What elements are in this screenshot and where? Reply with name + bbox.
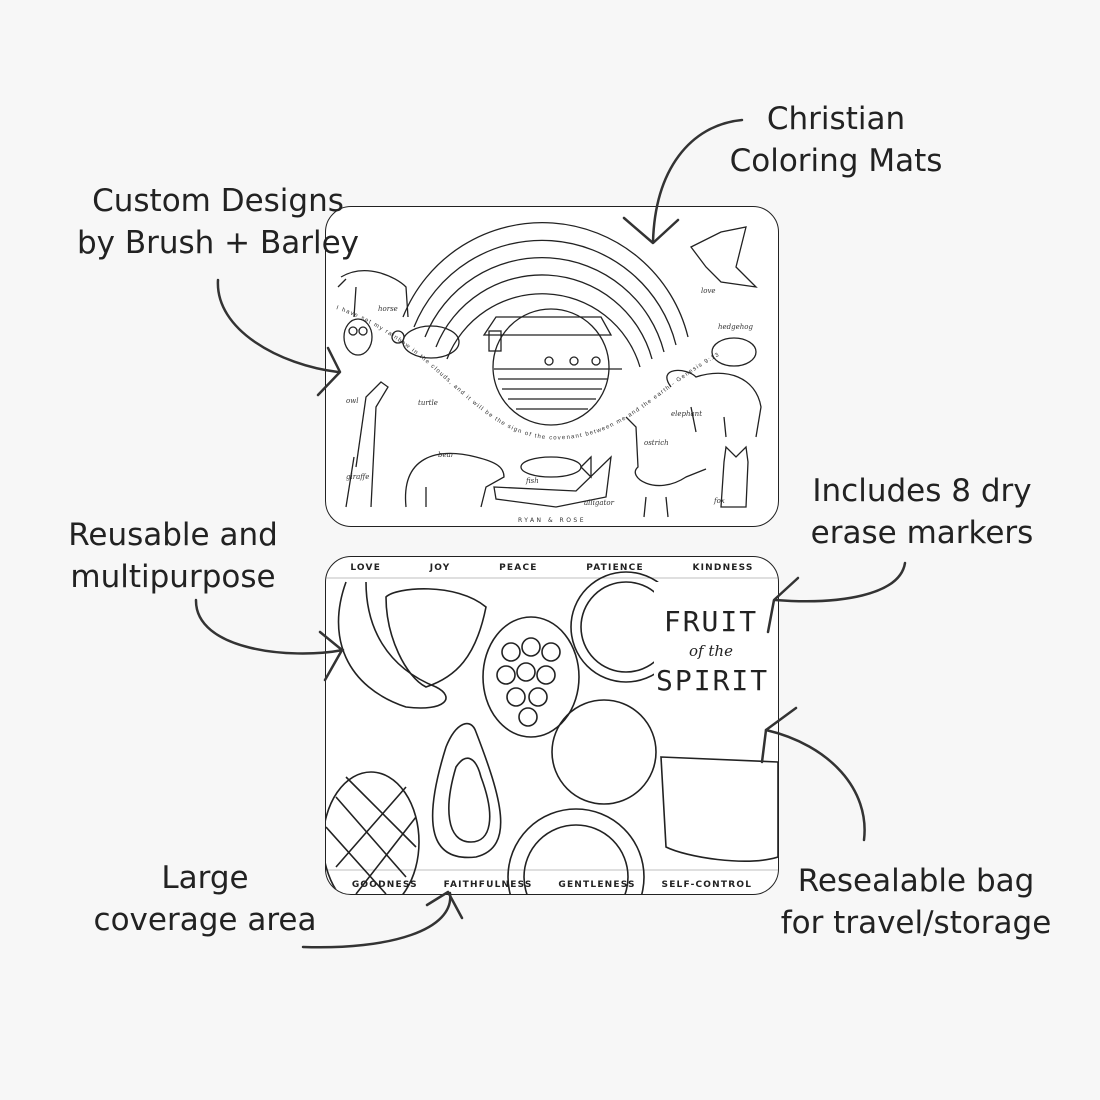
animal-label: fish xyxy=(526,477,539,485)
virtue-label: PATIENCE xyxy=(586,563,644,573)
title-line: of the xyxy=(689,642,733,660)
callout-line: Large xyxy=(161,860,249,896)
callout-custom-designs: Custom Designs by Brush + Barley xyxy=(68,180,368,264)
animal-label: elephant xyxy=(671,410,703,418)
dove-icon xyxy=(690,226,758,288)
animal-label: fox xyxy=(714,497,725,505)
animal-label: turtle xyxy=(418,399,438,407)
animal-label: horse xyxy=(378,305,398,313)
callout-reusable: Reusable and multipurpose xyxy=(48,514,298,598)
virtue-label: LOVE xyxy=(350,563,382,573)
callout-line: by Brush + Barley xyxy=(76,225,360,261)
fish-icon xyxy=(520,455,592,479)
callout-line: Includes 8 dry xyxy=(812,473,1032,509)
brand-name: RYAN & ROSE xyxy=(517,517,587,524)
melon-icon xyxy=(337,581,447,709)
papaya-icon xyxy=(431,722,502,859)
virtue-label: GENTLENESS xyxy=(558,880,636,890)
animal-label: love xyxy=(701,287,716,295)
ark-icon xyxy=(482,308,622,426)
virtue-label: PEACE xyxy=(499,563,538,573)
arrow-icon xyxy=(194,598,345,682)
arrow-icon xyxy=(766,561,907,634)
callout-line: for travel/storage xyxy=(780,905,1052,941)
title-line: SPIRIT xyxy=(656,664,770,697)
turtle-icon xyxy=(391,325,460,359)
virtue-label: FAITHFULNESS xyxy=(443,880,533,890)
animal-label: bear xyxy=(438,451,455,459)
top-virtues: LOVE JOY PEACE PATIENCE KINDNESS xyxy=(326,563,778,573)
title-line: FRUIT xyxy=(663,605,759,638)
noahs-ark-coloring-mat: I have set my rainbow in the clouds, and… xyxy=(325,206,779,527)
giraffe-icon xyxy=(345,381,389,508)
callout-line: coverage area xyxy=(93,902,317,938)
pineapple-icon xyxy=(326,771,420,894)
animal-label: giraffe xyxy=(346,473,370,481)
fruit-of-the-spirit-coloring-mat: LOVE JOY PEACE PATIENCE KINDNESS FRUIT o… xyxy=(325,556,779,895)
callout-line: erase markers xyxy=(810,515,1034,551)
owl-icon xyxy=(343,318,373,356)
rainbow-ark-illustration: I have set my rainbow in the clouds, and… xyxy=(335,221,762,518)
raspberry-icon xyxy=(482,616,580,738)
watermelon-icon xyxy=(660,756,778,862)
elephant-icon xyxy=(666,369,762,438)
callout-line: Coloring Mats xyxy=(729,143,943,179)
animal-label: owl xyxy=(346,397,359,405)
bear-icon xyxy=(404,452,505,508)
callout-large-coverage: Large coverage area xyxy=(75,857,335,941)
ostrich-icon xyxy=(625,416,707,518)
orange-icon xyxy=(551,699,657,805)
callout-line: multipurpose xyxy=(70,559,276,595)
virtue-label: SELF-CONTROL xyxy=(661,880,753,890)
rainbow-icon xyxy=(402,221,689,368)
animal-label: alligator xyxy=(584,499,614,507)
callout-dry-erase-markers: Includes 8 dry erase markers xyxy=(792,470,1052,554)
callout-line: Resealable bag xyxy=(797,863,1035,899)
hedgehog-icon xyxy=(711,337,757,367)
horse-icon xyxy=(337,270,409,318)
virtue-label: KINDNESS xyxy=(692,563,754,573)
callout-resealable-bag: Resealable bag for travel/storage xyxy=(766,860,1066,944)
virtue-label: JOY xyxy=(429,563,451,573)
fruit-of-the-spirit-title: FRUIT of the SPIRIT xyxy=(656,605,770,697)
arrow-icon xyxy=(216,278,342,397)
callout-line: Custom Designs xyxy=(92,183,344,219)
strawberry-icon xyxy=(385,588,487,688)
bottom-virtues: GOODNESS FAITHFULNESS GENTLENESS SELF-CO… xyxy=(326,880,778,890)
fruit-illustration xyxy=(326,571,778,894)
lemon-slice-icon xyxy=(507,808,645,894)
callout-line: Reusable and xyxy=(68,517,278,553)
alligator-icon xyxy=(493,455,612,508)
callout-line: Christian xyxy=(766,101,906,137)
animal-label: hedgehog xyxy=(718,323,753,331)
virtue-label: GOODNESS xyxy=(351,880,418,890)
fox-icon xyxy=(720,445,749,508)
callout-christian-coloring-mats: Christian Coloring Mats xyxy=(706,98,966,182)
animal-label: ostrich xyxy=(644,439,669,447)
